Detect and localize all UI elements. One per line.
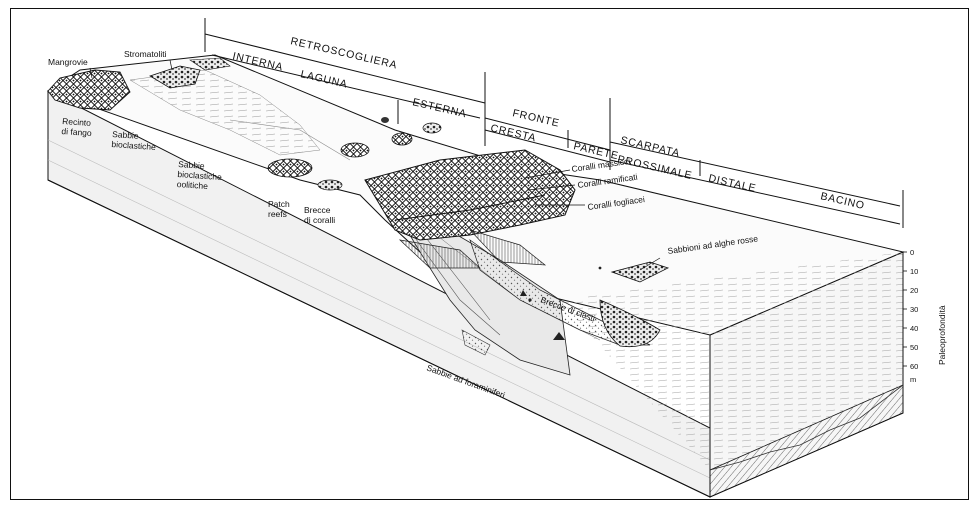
patch-reef <box>392 133 412 145</box>
depth-scale: 0 10 20 30 40 50 60 m Paleoprofondità <box>903 248 947 384</box>
depth-tick: 50 <box>910 343 918 352</box>
depth-tick: 40 <box>910 324 918 333</box>
depth-tick: 60 <box>910 362 918 371</box>
label-recinto: Recinto di fango <box>61 116 94 138</box>
zone-distale: DISTALE <box>707 172 757 195</box>
zone-retroscogliera: RETROSCOGLIERA <box>289 35 398 71</box>
depth-tick: 10 <box>910 267 918 276</box>
depth-tick: 0 <box>910 248 914 257</box>
depth-tick: 20 <box>910 286 918 295</box>
label-sabbie-bioclastiche: Sabbie bioclastiche <box>111 129 157 152</box>
depth-unit: m <box>910 375 916 384</box>
patch-reef <box>268 159 312 177</box>
zone-laguna: LAGUNA <box>299 68 348 90</box>
label-mangrovie: Mangrovie <box>48 57 88 67</box>
label-stromatoliti: Stromatoliti <box>124 49 167 59</box>
depth-axis-label: Paleoprofondità <box>937 305 947 365</box>
label-brecce-coralli: Brecce di coralli <box>304 205 335 225</box>
depth-tick: 30 <box>910 305 918 314</box>
patch-reef <box>341 143 369 157</box>
patch-reef <box>423 123 441 133</box>
label-coralli-massicci: Coralli massicci <box>571 156 631 174</box>
zone-esterna: ESTERNA <box>411 96 467 120</box>
